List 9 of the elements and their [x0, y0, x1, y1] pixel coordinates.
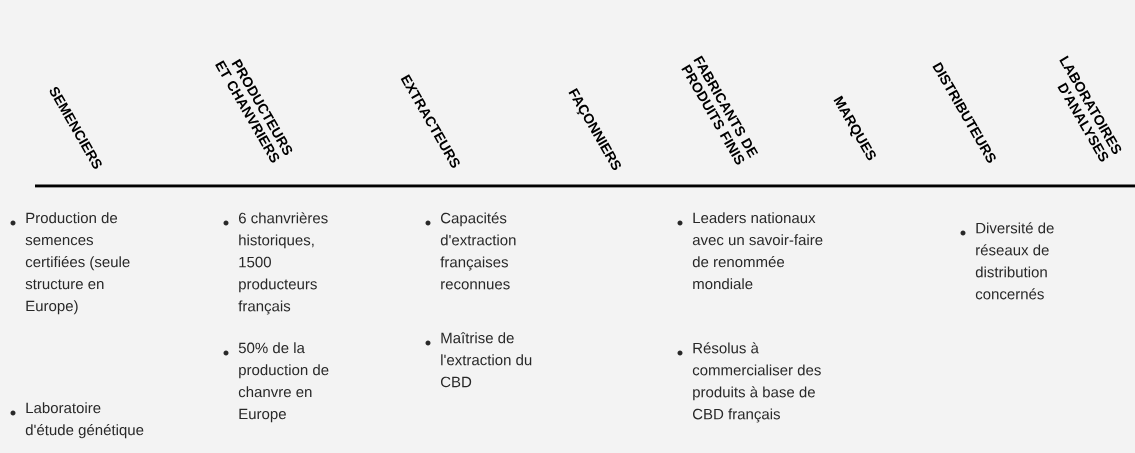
bullet-item: 6 chanvrières historiques, 1500 producteurs français: [223, 212, 328, 315]
bullet-item: Diversité de réseaux de distribution concernés: [960, 222, 1054, 300]
bullet-item: 50% de la production de chanvre en Europe: [223, 342, 329, 423]
bullet-item: Maîtrise de l'extraction du CBD: [425, 332, 532, 388]
bullet-item: Laboratoire d'étude génétique: [10, 402, 144, 439]
bullet-item: Résolus à commercialiser des produits à base de CBD français: [677, 342, 821, 423]
bullet-item: Capacités d'extraction françaises reconnues: [425, 212, 516, 290]
bullet-item: Production de semences certifiées (seule structure en Europe): [10, 212, 130, 315]
bullet-item: Leaders nationaux avec un savoir-faire de renommée mondiale: [677, 212, 823, 290]
